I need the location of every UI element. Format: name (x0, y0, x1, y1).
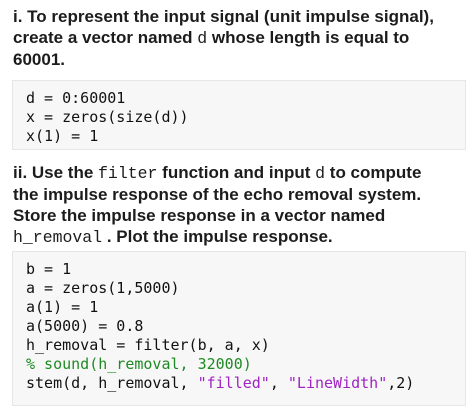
section-1-heading: i. To represent the input signal (unit i… (13, 6, 465, 70)
code-stem-start: stem(d, h_removal, (26, 374, 198, 392)
heading-2-part-1: ii. Use the (13, 163, 99, 182)
heading-2-part-3: to compute (325, 163, 422, 182)
code-stem-end: ,2) (387, 374, 415, 392)
inline-code-d: d (197, 29, 208, 48)
heading-2-part-2: function and input (157, 163, 316, 182)
heading-1-line-2-end: whose length is equal to (207, 28, 410, 47)
code-line: a(1) = 1 (26, 298, 99, 316)
heading-1-line-3: 60001. (13, 50, 65, 69)
inline-code-h-removal: h_removal (13, 228, 103, 247)
heading-1-line-2-start: create a vector named (13, 28, 198, 47)
heading-2-part-4: . Plot the impulse response. (102, 227, 333, 246)
code-line-stem: stem(d, h_removal, "filled", "LineWidth"… (26, 374, 465, 393)
inline-code-filter: filter (98, 164, 158, 183)
code-line: a(5000) = 0.8 (26, 317, 144, 335)
code-line: d = 0:60001 (26, 89, 126, 107)
code-block-2: b = 1 a = zeros(1,5000) a(1) = 1 a(5000)… (12, 251, 466, 406)
code-line: h_removal = filter(b, a, x) (26, 336, 270, 354)
inline-code-d: d (315, 164, 326, 183)
heading-2-line-2: the impulse response of the echo removal… (13, 185, 422, 204)
code-line: a = zeros(1,5000) (26, 279, 180, 297)
heading-1-line-1: i. To represent the input signal (unit i… (13, 7, 434, 26)
section-2-heading: ii. Use the filter function and input d … (13, 162, 465, 248)
heading-2-line-3: Store the impulse response in a vector n… (13, 206, 386, 225)
code-line: b = 1 (26, 260, 72, 278)
code-stem-separator: , (269, 374, 288, 392)
code-string-filled: "filled" (197, 374, 270, 392)
code-line: x = zeros(size(d)) (26, 108, 189, 126)
code-string-linewidth: "LineWidth" (287, 374, 388, 392)
code-comment-line: % sound(h_removal, 32000) (26, 355, 252, 373)
code-line: x(1) = 1 (26, 127, 99, 145)
code-block-1: d = 0:60001 x = zeros(size(d)) x(1) = 1 (12, 80, 466, 150)
